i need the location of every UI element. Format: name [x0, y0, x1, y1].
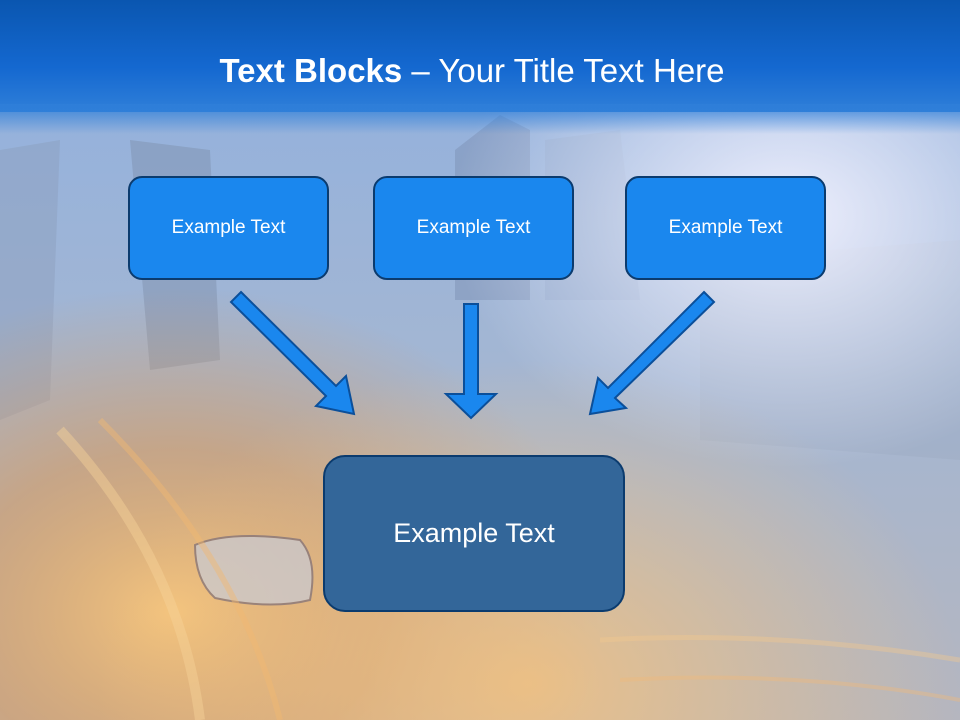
text-block-middle[interactable]: Example Text [373, 176, 574, 280]
result-text-block[interactable]: Example Text [323, 455, 625, 612]
slide-title: Text Blocks – Your Title Text Here [0, 52, 944, 90]
title-bar [0, 0, 960, 112]
slide-title-bold: Text Blocks [219, 52, 403, 89]
slide-title-rest: Your Title Text Here [438, 52, 725, 89]
arrow-right-diagonal [588, 290, 716, 416]
slide-title-dash: – [402, 52, 439, 89]
arrow-middle-down [443, 303, 499, 420]
text-block-right[interactable]: Example Text [625, 176, 826, 280]
arrow-left-diagonal [229, 290, 356, 416]
title-bar-fade [0, 104, 960, 134]
text-block-left[interactable]: Example Text [128, 176, 329, 280]
